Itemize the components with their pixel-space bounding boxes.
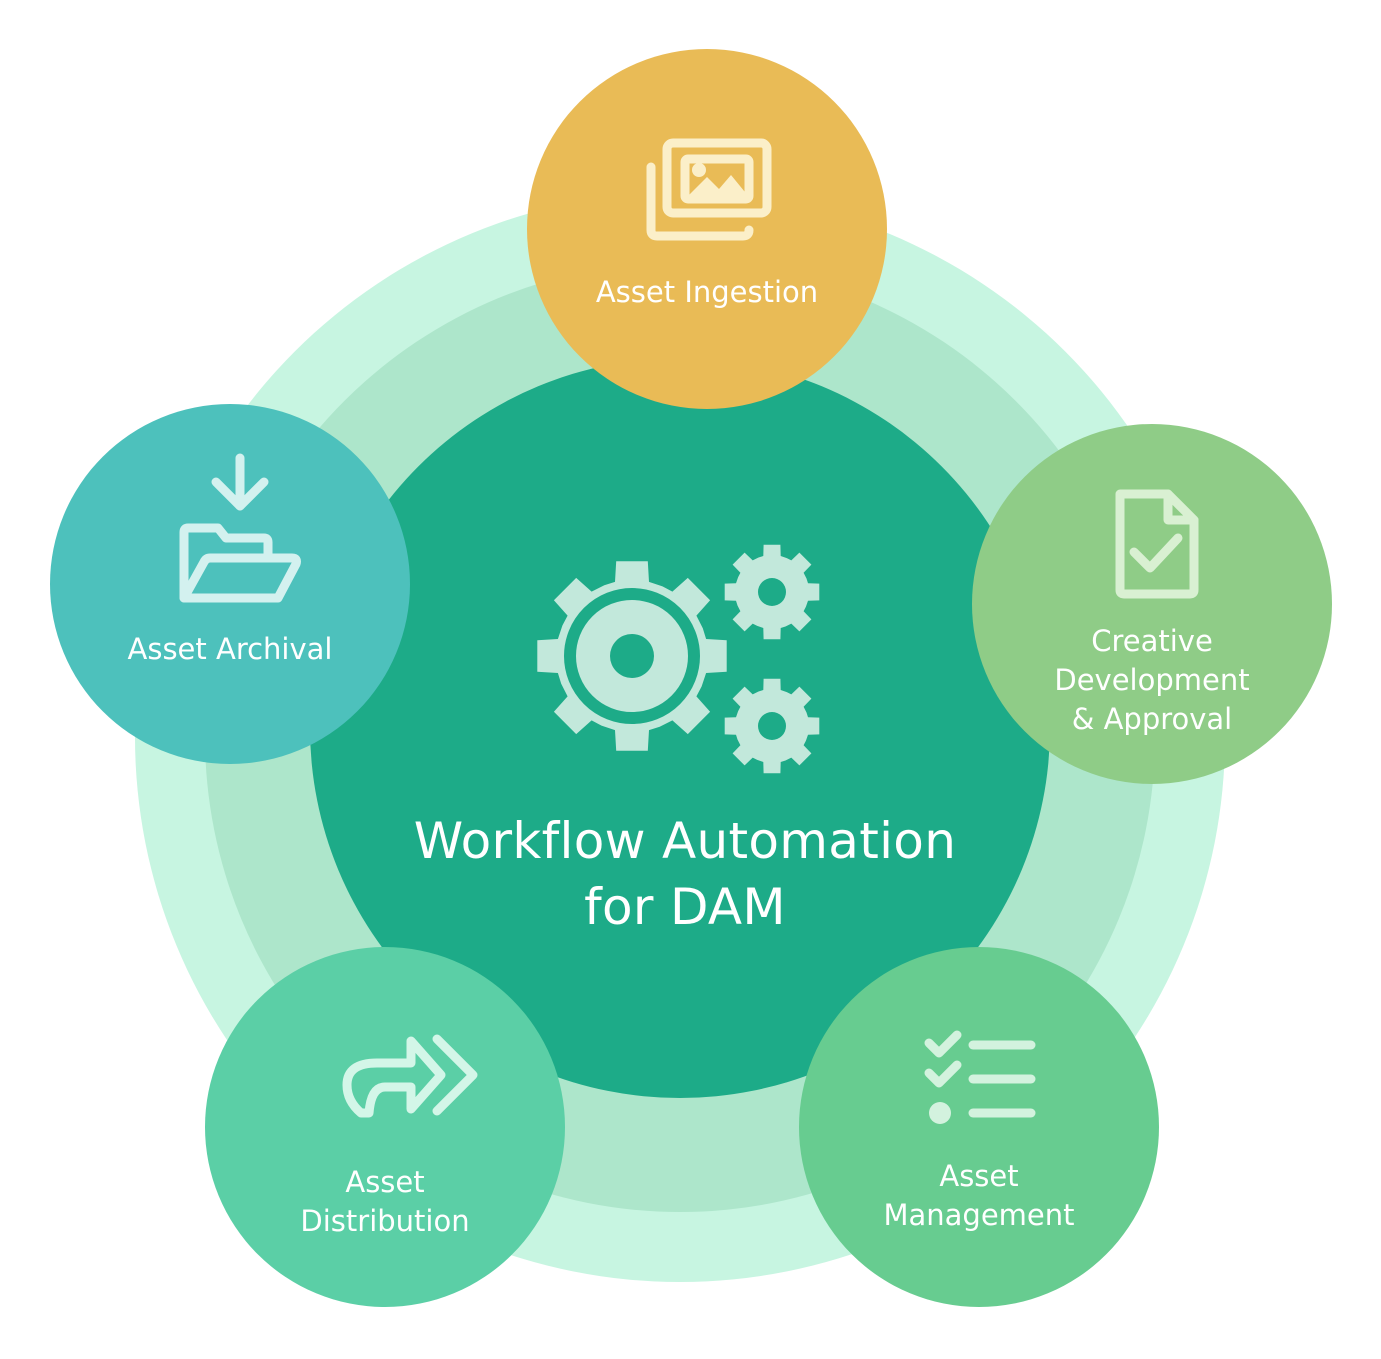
gear-hub-ring bbox=[591, 615, 673, 697]
folder-download-icon bbox=[179, 453, 301, 603]
stage-asset-ingestion[interactable]: Asset Ingestion bbox=[527, 49, 887, 409]
gear-shape bbox=[724, 678, 820, 774]
gear-inner-ring bbox=[564, 588, 700, 724]
gear-shape bbox=[724, 544, 820, 640]
images-icon bbox=[646, 138, 772, 241]
checklist-icon bbox=[924, 1030, 1036, 1124]
stage-label: Asset Distribution bbox=[300, 1165, 470, 1238]
stage-label: Creative Development & Approval bbox=[1054, 624, 1250, 736]
stage-asset-management[interactable]: Asset Management bbox=[799, 947, 1159, 1307]
gears-icon bbox=[537, 544, 820, 774]
stage-label: Asset Archival bbox=[127, 632, 333, 666]
stage-asset-distribution[interactable]: Asset Distribution bbox=[205, 947, 565, 1307]
share-forward-icon bbox=[342, 1034, 478, 1118]
stage-creative-development-approval[interactable]: Creative Development & Approval bbox=[972, 424, 1332, 784]
stage-label: Asset Ingestion bbox=[595, 275, 819, 309]
stage-label: Asset Management bbox=[883, 1159, 1075, 1232]
document-check-icon bbox=[1115, 489, 1199, 599]
hub-title: Workflow Automation for DAM bbox=[413, 812, 957, 936]
stage-asset-archival[interactable]: Asset Archival bbox=[50, 404, 410, 764]
